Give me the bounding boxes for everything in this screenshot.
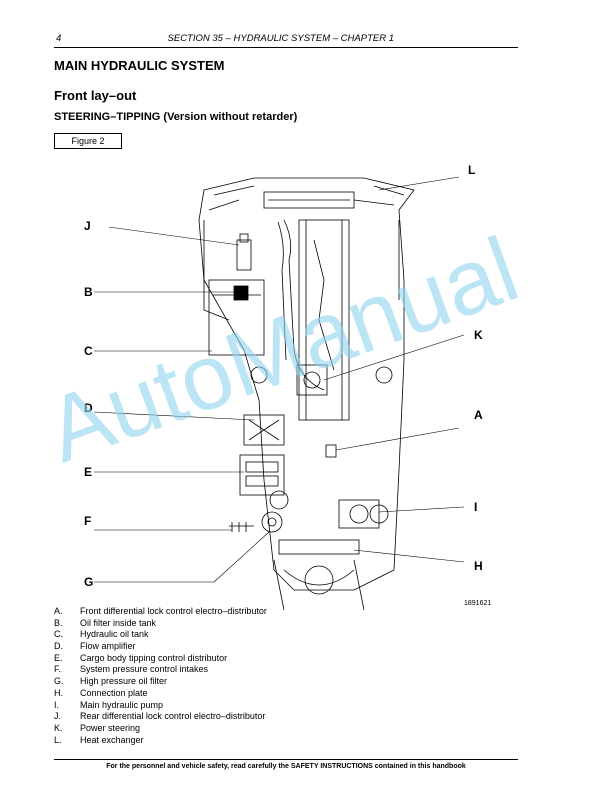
legend-item: D.Flow amplifier — [54, 641, 136, 652]
leader-lines — [93, 176, 465, 583]
main-hydraulic-pump — [338, 499, 380, 529]
figure-label: Figure 2 — [54, 133, 122, 149]
section-title: SECTION 35 – HYDRAULIC SYSTEM – CHAPTER … — [167, 33, 394, 44]
legend-item: B.Oil filter inside tank — [54, 617, 157, 628]
legend-item: E.Cargo body tipping control distributor — [54, 652, 228, 663]
frame-rail-right — [353, 185, 405, 300]
footer-rule — [54, 759, 518, 760]
legend-item: G.High pressure oil filter — [54, 676, 168, 687]
callout-L: L — [468, 163, 475, 177]
frame-outline — [198, 177, 415, 591]
header-rule — [54, 47, 518, 48]
callout-E: E — [84, 465, 92, 479]
oil-filter — [233, 285, 249, 301]
front-diff-solenoid — [325, 444, 337, 458]
legend-item: C.Hydraulic oil tank — [54, 629, 149, 640]
legend-item: F.System pressure control intakes — [54, 664, 209, 675]
callout-K: K — [474, 328, 483, 342]
callout-A: A — [474, 408, 483, 422]
axle-housing — [273, 559, 365, 610]
subtitle: Front lay–out — [54, 88, 137, 103]
legend-item: A.Front differential lock control electr… — [54, 606, 267, 616]
footer-notice: For the personnel and vehicle safety, re… — [106, 763, 466, 770]
rear-diff-solenoid — [236, 239, 252, 271]
page-title: MAIN HYDRAULIC SYSTEM — [54, 58, 225, 73]
callout-B: B — [84, 285, 93, 299]
page-header: 4 SECTION 35 – HYDRAULIC SYSTEM – CHAPTE… — [54, 33, 518, 47]
legend-item: H.Connection plate — [54, 687, 148, 698]
page-number: 4 — [56, 33, 62, 44]
legend-list: A.Front differential lock control electr… — [54, 606, 474, 746]
legend-item: I.Main hydraulic pump — [54, 699, 164, 710]
callout-G: G — [84, 575, 93, 589]
pressure-intakes — [229, 522, 254, 532]
frame-rail-left — [203, 185, 255, 321]
hose-2 — [277, 221, 287, 361]
hydraulic-layout-diagram: J B C D E F G L K A I H 1891621 — [84, 163, 491, 610]
legend-item: L.Heat exchanger — [54, 734, 144, 745]
legend-item: K.Power steering — [54, 722, 141, 733]
callout-H: H — [474, 559, 483, 573]
heat-exchanger — [263, 191, 355, 209]
central-column — [298, 219, 350, 421]
callout-C: C — [84, 344, 93, 358]
hose-1 — [283, 219, 325, 391]
figure-code: 1891621 — [464, 600, 491, 607]
high-pressure-filter — [261, 511, 283, 533]
callout-J: J — [84, 219, 91, 233]
flow-amplifier — [243, 414, 285, 446]
callout-I: I — [474, 500, 477, 514]
power-steering — [296, 364, 328, 396]
hose-3 — [313, 239, 335, 371]
callout-D: D — [84, 401, 93, 415]
legend-item: J.Rear differential lock control electro… — [54, 711, 266, 722]
callout-F: F — [84, 514, 91, 528]
tipping-distributor — [239, 454, 285, 496]
connection-plate — [278, 539, 360, 555]
subheading: STEERING–TIPPING (Version without retard… — [54, 111, 298, 123]
hydraulic-oil-tank — [208, 279, 265, 356]
